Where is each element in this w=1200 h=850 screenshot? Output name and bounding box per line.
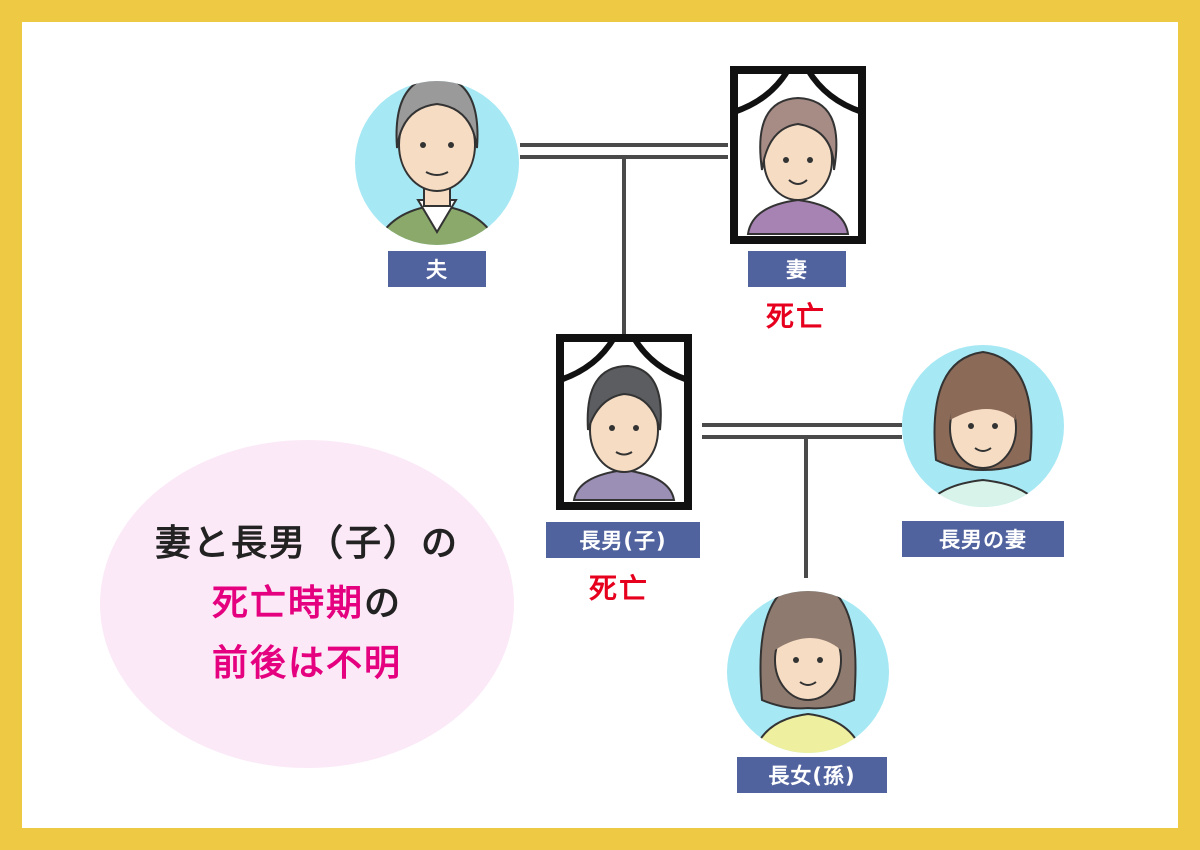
connector-lines bbox=[520, 143, 902, 578]
note-line-2: 死亡時期の bbox=[212, 574, 402, 634]
note-line-3: 前後は不明 bbox=[211, 643, 402, 684]
eldest-son-death-status: 死亡 bbox=[589, 572, 650, 605]
eldest-son-memorial-portrait bbox=[556, 334, 692, 510]
eldest-son-label: 長男(子) bbox=[546, 522, 700, 558]
wife-memorial-portrait bbox=[730, 66, 866, 244]
wife-label: 妻 bbox=[748, 251, 846, 287]
note-bubble: 妻と長男（子）の 死亡時期の 前後は不明 bbox=[100, 440, 514, 768]
note-highlight-death-timing: 死亡時期 bbox=[211, 583, 364, 624]
note-line-2-rest: の bbox=[364, 583, 403, 624]
son-wife-label: 長男の妻 bbox=[902, 521, 1064, 557]
son-wife-portrait bbox=[902, 345, 1064, 507]
husband-label: 夫 bbox=[388, 251, 486, 287]
note-line-1: 妻と長男（子）の bbox=[154, 523, 459, 564]
wife-death-status: 死亡 bbox=[766, 300, 827, 333]
husband-portrait bbox=[355, 81, 519, 245]
granddaughter-label: 長女(孫) bbox=[737, 757, 887, 793]
granddaughter-portrait bbox=[727, 591, 889, 753]
